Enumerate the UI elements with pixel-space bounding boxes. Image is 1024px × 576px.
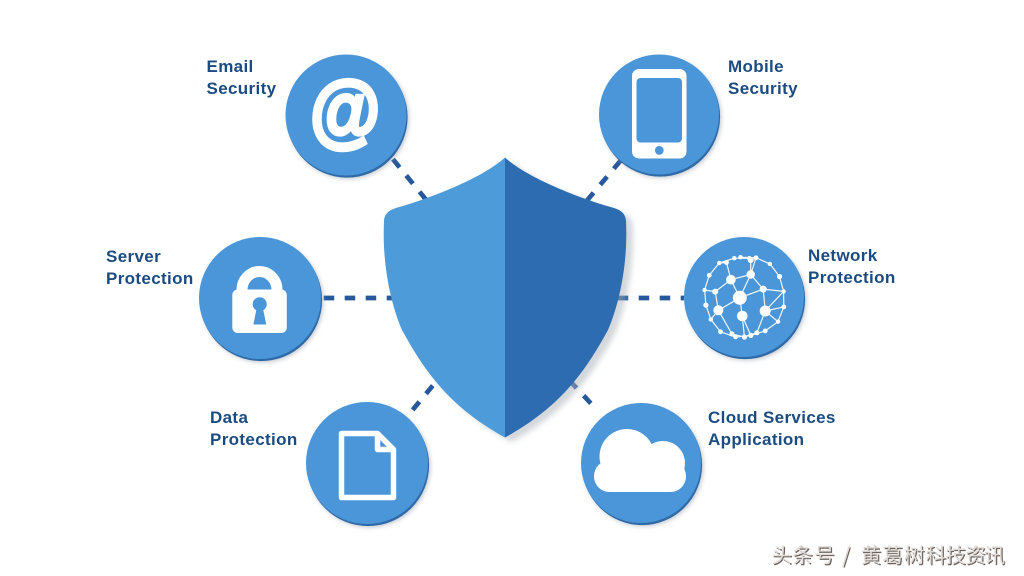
- svg-text:@: @: [309, 67, 379, 157]
